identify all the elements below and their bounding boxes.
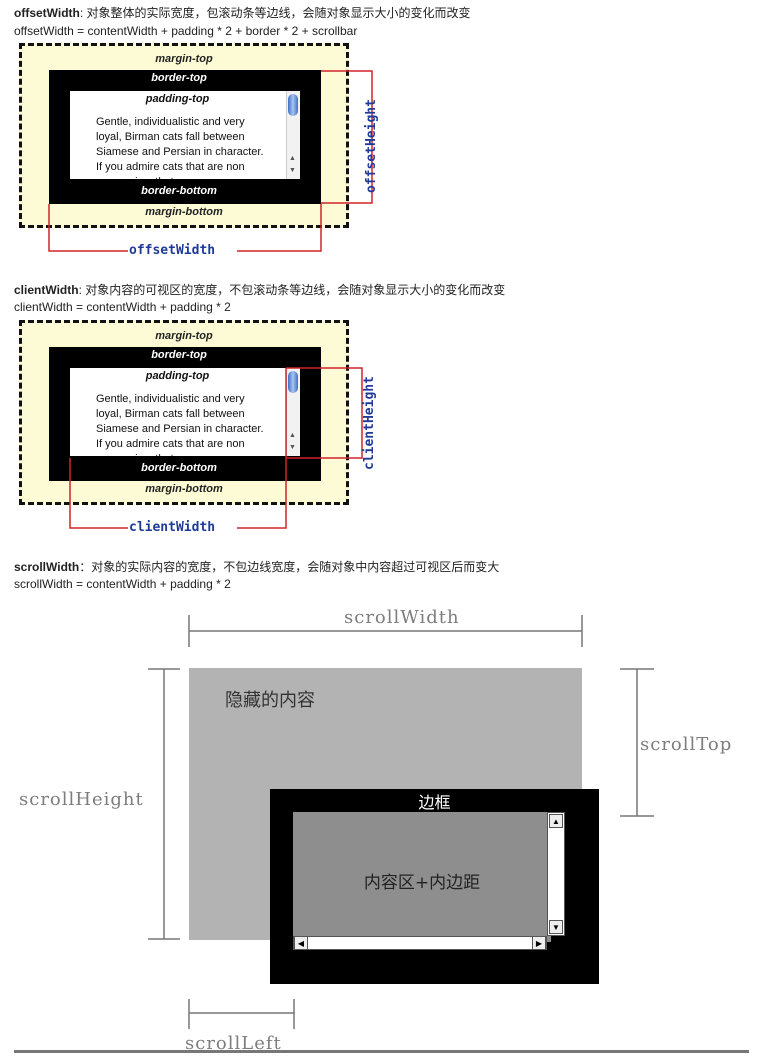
scroll-up-arrow-icon[interactable]: ▲ (549, 814, 563, 828)
content-padding-label: 内容区+内边距 (363, 873, 481, 893)
scroll-right-arrow-icon[interactable]: ▶ (532, 936, 546, 950)
margin-bottom-label: margin-bottom (145, 206, 223, 218)
scroll-diagram: scrollWidth 隐藏的内容 scrollHeight scrollTop… (0, 595, 757, 1063)
padding-area: padding-top Gentle, individualistic and … (70, 368, 300, 456)
offsetheight-label: offsetHeight (364, 99, 379, 193)
content-paragraph: Gentle, individualistic and very loyal, … (96, 116, 264, 179)
offsetwidth-description: : 对象整体的实际宽度，包滚动条等边线，会随对象显示大小的变化而改变 (79, 6, 471, 20)
scroll-thumb[interactable] (288, 371, 298, 393)
border-frame: 边框 内容区+内边距 ▲ ▼ ◀ ▶ (270, 789, 599, 984)
offset-dimension-lines (48, 70, 373, 252)
scroll-down-arrow-icon[interactable]: ▼ (289, 167, 296, 174)
hidden-content-label: 隐藏的内容 (225, 690, 315, 711)
margin-top-label: margin-top (155, 330, 213, 342)
scroll-dimension-lines (148, 615, 654, 1029)
padding-top-label: padding-top (145, 93, 210, 105)
scroll-up-arrow-icon[interactable]: ▲ (289, 155, 296, 162)
clientwidth-description: : 对象内容的可视区的宽度，不包滚动条等边线，会随对象显示大小的变化而改变 (78, 283, 506, 297)
content-paragraph: Gentle, individualistic and very loyal, … (96, 393, 264, 456)
bottom-divider (14, 1050, 749, 1053)
scroll-down-arrow-icon[interactable]: ▼ (549, 920, 563, 934)
scrollwidth-description: ：对象的实际内容的宽度，不包边线宽度，会随对象中内容超过可视区后而变大 (79, 560, 500, 574)
clientwidth-label: clientWidth (129, 520, 216, 535)
vertical-scrollbar[interactable]: ▲ ▼ (547, 812, 565, 936)
clientwidth-formula: clientWidth = contentWidth + padding * 2 (14, 300, 231, 314)
scroll-down-arrow-icon[interactable]: ▼ (289, 444, 296, 451)
clientwidth-term: clientWidth (14, 283, 79, 297)
scrollwidth-label: scrollWidth (344, 607, 460, 628)
clientwidth-diagram: margin-top border-top padding-top Gentle… (0, 320, 400, 580)
scrollwidth-term: scrollWidth (14, 560, 80, 574)
scrollheight-label: scrollHeight (19, 789, 144, 810)
margin-bottom-label: margin-bottom (145, 483, 223, 495)
border-area: border-top padding-top Gentle, individua… (49, 70, 321, 204)
margin-top-label: margin-top (155, 53, 213, 65)
border-top-label: border-top (151, 72, 207, 84)
border-label: 边框 (418, 793, 451, 812)
border-area: border-top padding-top Gentle, individua… (49, 347, 321, 481)
offsetwidth-term: offsetWidth (14, 6, 80, 20)
offsetwidth-diagram: margin-top border-top padding-top Gentle… (0, 43, 400, 303)
clientheight-label: clientHeight (362, 376, 377, 470)
border-bottom-label: border-bottom (141, 462, 217, 474)
scrolltop-label: scrollTop (640, 734, 733, 755)
offsetwidth-label: offsetWidth (129, 243, 216, 258)
padding-area: padding-top Gentle, individualistic and … (70, 91, 300, 179)
scrollleft-label: scrollLeft (185, 1033, 282, 1054)
horizontal-scrollbar[interactable]: ◀ ▶ (293, 936, 547, 950)
offsetwidth-formula: offsetWidth = contentWidth + padding * 2… (14, 24, 358, 38)
scroll-thumb[interactable] (288, 94, 298, 116)
client-dimension-lines (69, 367, 363, 529)
content-padding-area: 内容区+内边距 (293, 812, 551, 942)
vertical-scrollbar[interactable]: ▲ ▼ (286, 91, 300, 179)
border-top-label: border-top (151, 349, 207, 361)
scrollwidth-heading: scrollWidth：对象的实际内容的宽度，不包边线宽度，会随对象中内容超过可… (14, 560, 499, 575)
offsetwidth-heading: offsetWidth: 对象整体的实际宽度，包滚动条等边线，会随对象显示大小的… (14, 6, 471, 21)
scrollwidth-formula: scrollWidth = contentWidth + padding * 2 (14, 577, 231, 591)
padding-top-label: padding-top (145, 370, 210, 382)
scroll-left-arrow-icon[interactable]: ◀ (294, 936, 308, 950)
scroll-up-arrow-icon[interactable]: ▲ (289, 432, 296, 439)
border-bottom-label: border-bottom (141, 185, 217, 197)
clientwidth-heading: clientWidth: 对象内容的可视区的宽度，不包滚动条等边线，会随对象显示… (14, 283, 505, 298)
